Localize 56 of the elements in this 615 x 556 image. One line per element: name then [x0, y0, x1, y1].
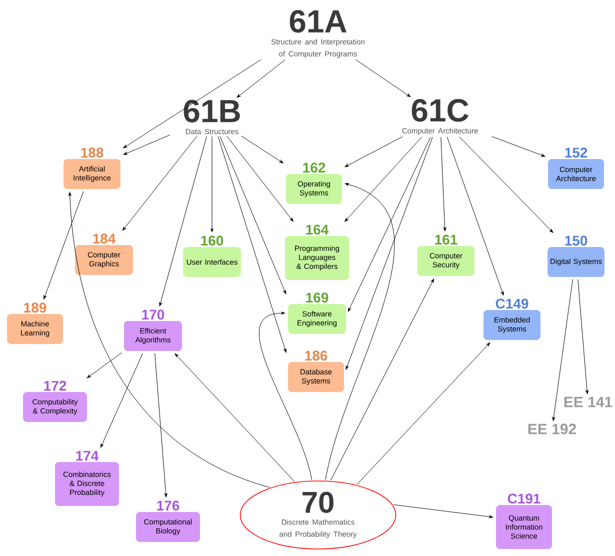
arrow	[344, 136, 422, 222]
arrow	[218, 136, 286, 353]
arrow	[44, 191, 84, 300]
arrow	[123, 134, 170, 155]
course-number: 61C	[412, 99, 468, 122]
arrow	[348, 136, 431, 312]
arrow	[220, 136, 286, 294]
arrow	[552, 279, 574, 421]
course-number: 184	[93, 234, 116, 244]
arrow	[68, 192, 270, 488]
course-number: C191	[508, 494, 540, 504]
arrow	[578, 279, 588, 394]
arrow	[123, 59, 262, 148]
course-number: 174	[76, 450, 99, 461]
course-number: 170	[142, 310, 164, 320]
course-number: 161	[435, 234, 458, 245]
arrow	[356, 59, 411, 98]
course-number: 150	[565, 236, 588, 246]
arrow	[174, 353, 295, 482]
arrow	[492, 136, 546, 157]
course-number: 61B	[184, 100, 240, 122]
arrow	[159, 136, 207, 306]
course-number: 176	[157, 500, 180, 511]
course-number: 152	[565, 148, 588, 158]
highlight-ellipse	[240, 480, 396, 550]
course-number: 162	[303, 162, 326, 173]
arrow	[100, 353, 143, 448]
course-number: 172	[44, 380, 66, 391]
arrow	[325, 183, 395, 480]
arrow	[440, 136, 446, 232]
course-number: 61A	[290, 10, 346, 33]
course-number: C149	[496, 298, 528, 309]
arrow	[259, 312, 312, 480]
arrow	[210, 136, 214, 232]
arrow	[459, 136, 554, 233]
course-number: 169	[306, 292, 328, 303]
course-number: EE 141	[564, 396, 612, 408]
arrow	[356, 342, 490, 485]
arrow	[154, 353, 168, 498]
arrow	[240, 136, 284, 164]
arrow	[330, 278, 434, 480]
course-number: 70	[302, 492, 334, 513]
course-number: 186	[305, 350, 328, 361]
arrow	[226, 136, 294, 222]
course-number: 189	[24, 302, 46, 313]
course-number: 160	[201, 236, 224, 246]
course-number: 164	[306, 224, 329, 235]
arrow	[122, 136, 198, 231]
arrow	[344, 136, 403, 168]
arrow	[393, 504, 494, 518]
arrow	[86, 352, 122, 378]
arrow	[446, 136, 504, 296]
course-number: 188	[81, 148, 104, 158]
course-number: EE 192	[528, 424, 576, 434]
arrow	[236, 60, 286, 98]
arrow	[346, 136, 433, 370]
